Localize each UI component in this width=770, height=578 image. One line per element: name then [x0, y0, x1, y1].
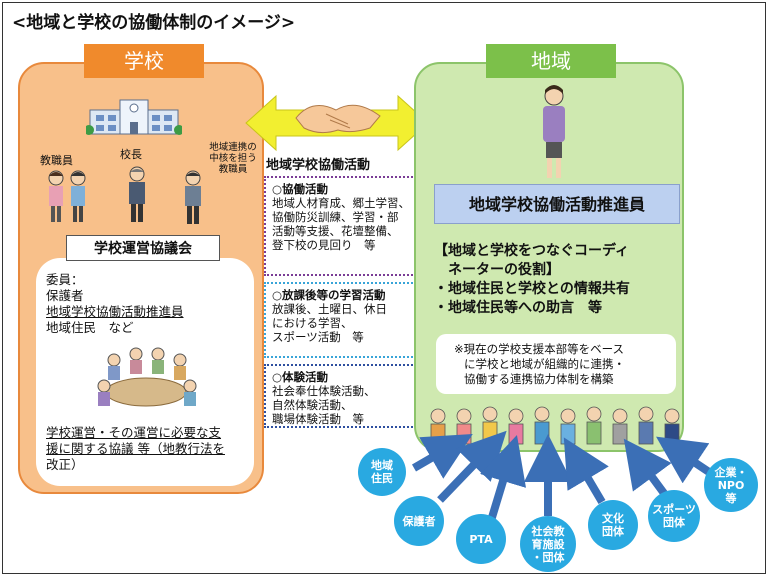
group-pta: PTA	[456, 514, 506, 564]
principal-label: 校長	[120, 148, 142, 161]
coordinator-figure	[543, 85, 565, 178]
council-description: 学校運営・その運営に必要な支 援に関する協議 等（地教行法を 改正）	[46, 425, 225, 472]
group-social-education: 社会教育施設・団体	[520, 516, 576, 572]
staff-label: 教職員	[40, 154, 73, 167]
activity-box-experience: ○体験活動 社会奉仕体験活動、 自然体験活動、 職場体験活動 等	[264, 364, 424, 428]
activity-box-afterschool: ○放課後等の学習活動 放課後、土曜日、休日 における学習、 スポーツ活動 等	[264, 282, 424, 358]
coordinator-title-box: 地域学校協働活動推進員	[434, 184, 680, 224]
handshake-icon	[295, 104, 381, 134]
page-title: <地域と学校の協働体制のイメージ>	[12, 13, 296, 33]
group-culture: 文化団体	[588, 500, 638, 550]
committee-members: 委員： 保護者 地域学校協働活動推進員 地域住民 など	[46, 272, 184, 335]
activity-box-collaboration: ○協働活動 地域人材育成、郷土学習、 協働防災訓練、学習・部 活動等支援、花壇整…	[264, 176, 424, 276]
principal-figure	[129, 166, 145, 222]
cooperation-note: ※現在の学校支援本部等をベース に学校と地域が組織的に連携・ 協働する連携協力体…	[436, 334, 676, 394]
liaison-label: 地域連携の 中核を担う 教職員	[209, 142, 257, 175]
region-header: 地域	[486, 44, 616, 78]
meeting-illustration	[97, 347, 197, 407]
teachers-figure	[48, 170, 86, 222]
activity-heading: 地域学校協働活動	[266, 158, 371, 173]
school-header: 学校	[84, 44, 204, 78]
group-guardians: 保護者	[394, 496, 444, 546]
group-sports: スポーツ団体	[648, 490, 700, 542]
school-building-icon	[86, 99, 182, 135]
council-inner-panel	[36, 258, 254, 486]
coordinator-role: 【地域と学校をつなぐコーディ ネーターの役割】 ・地域住民と学校との情報共有 ・…	[434, 243, 630, 316]
group-local-residents: 地域住民	[358, 448, 406, 496]
school-council-label: 学校運営協議会	[66, 235, 220, 261]
liaison-teacher-figure	[185, 170, 201, 224]
